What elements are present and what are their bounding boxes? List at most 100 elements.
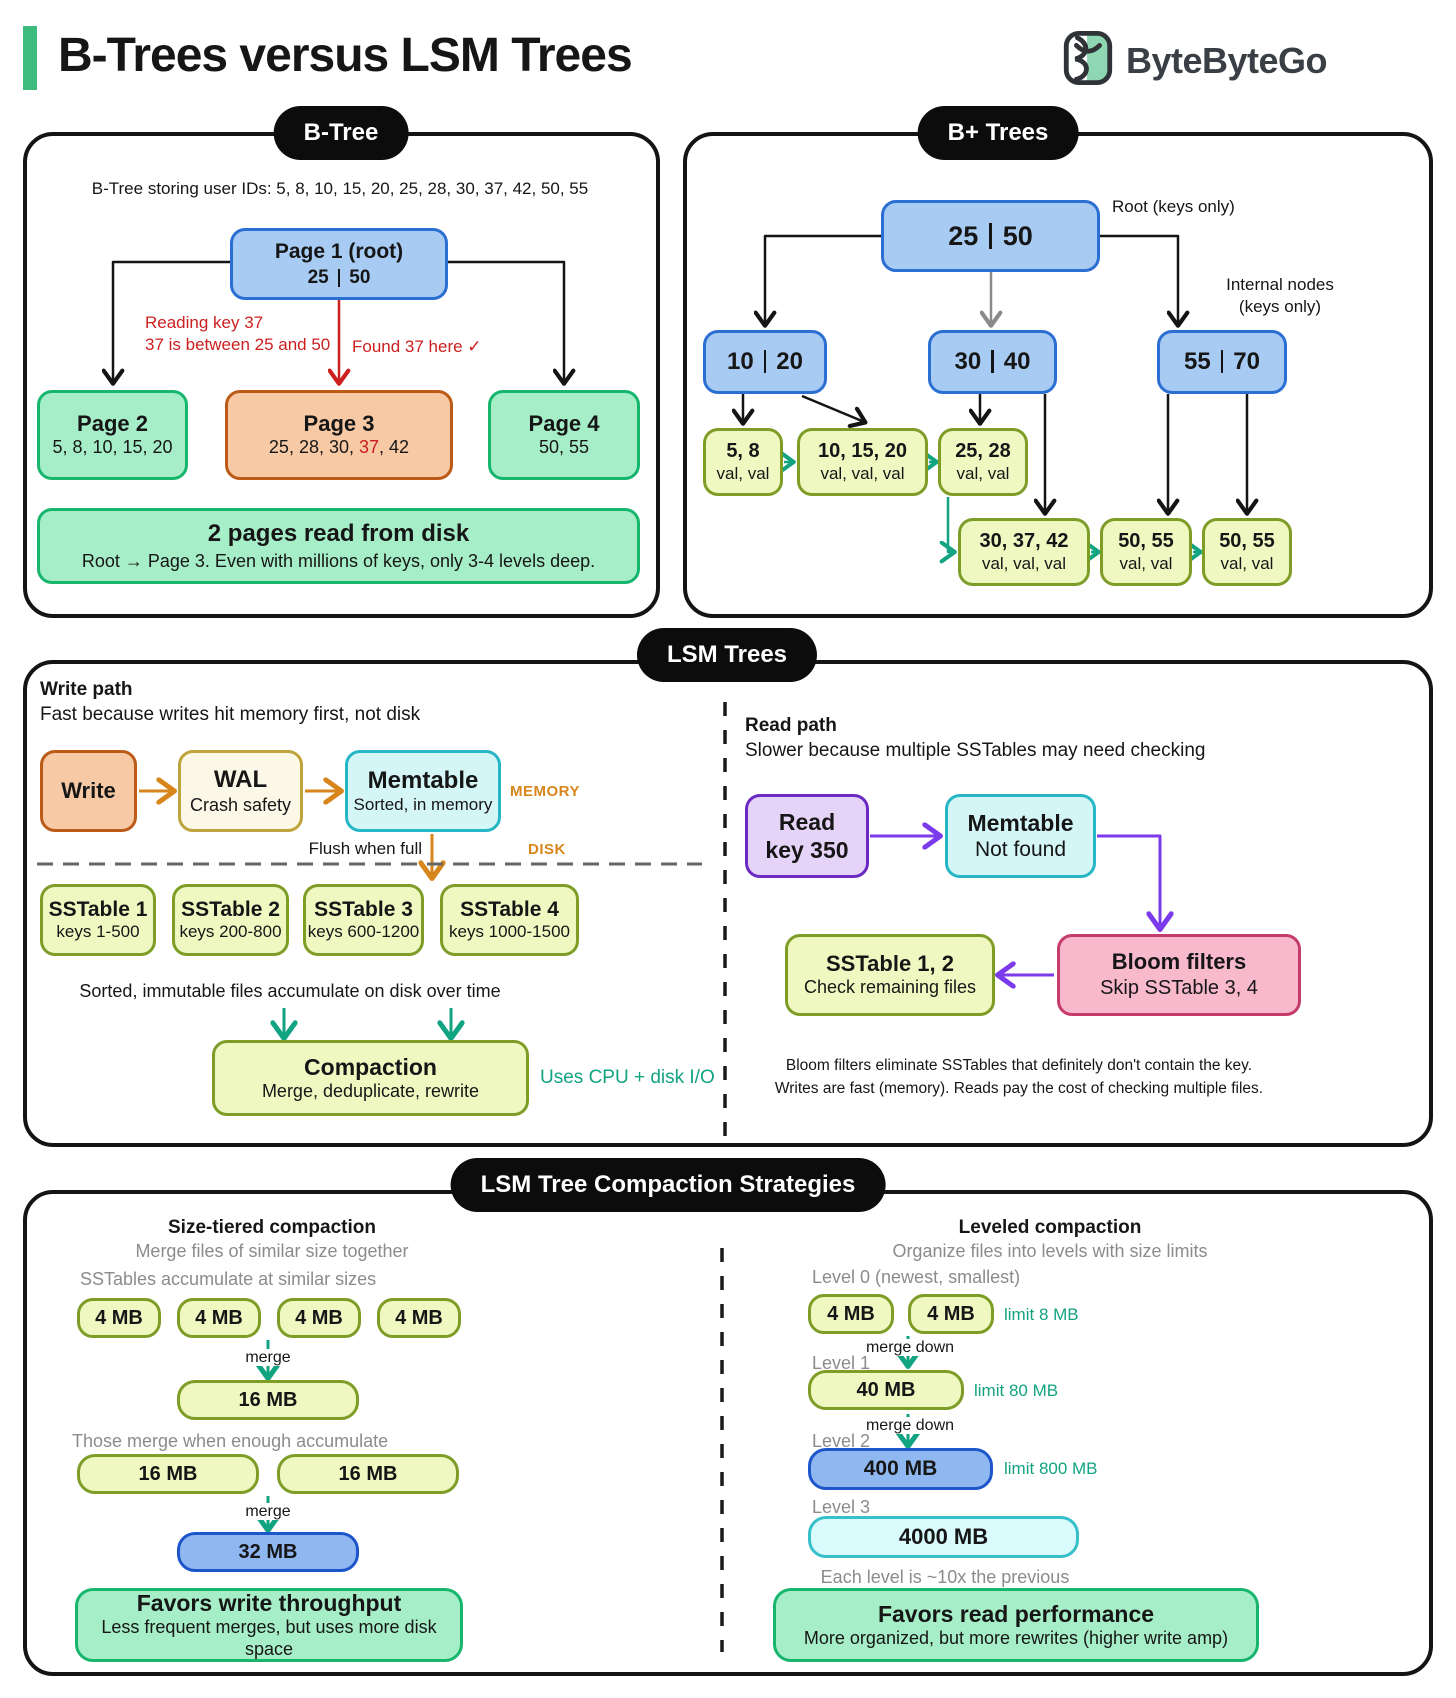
title-accent-bar [23,26,37,90]
merge-down-label: merge down [850,1416,970,1437]
bplus-root-key-left: 25 [948,220,979,251]
key-divider [1220,350,1224,374]
bloom-sub: Skip SSTable 3, 4 [1100,977,1258,1000]
mb-label: 32 MB [238,1540,298,1563]
key-divider [989,223,992,249]
bplus-leaf-node: 5, 8 val, val [703,428,783,496]
internal-key: 70 [1233,348,1260,376]
btree-summary-text: Root → Page 3. Even with millions of key… [81,550,596,571]
size-tiered-title: Size-tiered compaction [168,1217,376,1238]
page-title: B-Trees versus LSM Trees [58,29,633,82]
leaf-keys: 25, 28 [955,440,1011,463]
level0-limit: limit 8 MB [1004,1305,1079,1324]
level2-box: 400 MB [808,1448,993,1490]
sstable-sub: keys 1000-1500 [449,922,570,942]
read-path-heading: Read path [745,715,837,736]
internal-label-line2: (keys only) [1238,297,1322,317]
compaction-badge: LSM Tree Compaction Strategies [450,1158,886,1212]
leaf-vals: val, val [716,463,770,483]
sstable-title: SSTable 2 [181,897,280,921]
write-box: Write [40,750,137,832]
page4-title: Page 4 [528,410,600,436]
summary-title: Favors write throughput [136,1590,402,1617]
btree-page2-node: Page 2 5, 8, 10, 15, 20 [37,390,188,480]
wal-sub: Crash safety [189,794,292,815]
mb-label: 16 MB [238,1388,298,1411]
leaf-vals: val, val [956,463,1010,483]
read-memtable-box: Memtable Not found [945,794,1096,878]
level1-box: 40 MB [808,1370,964,1410]
level2-label: Level 2 [812,1431,871,1451]
sstable-sub: keys 600-1200 [307,922,420,942]
btree-page3-node: Page 3 25, 28, 30, 37, 42 [225,390,453,480]
bloom-filters-box: Bloom filters Skip SSTable 3, 4 [1057,934,1301,1016]
level3-box: 4000 MB [808,1516,1079,1558]
wal-box: WAL Crash safety [178,750,303,832]
sstable-4mb-box: 4 MB [377,1298,461,1338]
accumulate-note: Sorted, immutable files accumulate on di… [79,981,501,1001]
bplus-leaf-node: 25, 28 val, val [938,428,1028,496]
sstable-16mb-box: 16 MB [177,1380,359,1420]
read-sstable-box: SSTable 1, 2 Check remaining files [785,934,995,1016]
page4-keys: 50, 55 [538,437,590,458]
level0-box: 4 MB [808,1294,894,1334]
btree-search-annotation: Reading key 37 37 is between 25 and 50 [145,312,330,356]
level1-limit: limit 80 MB [974,1381,1059,1400]
merge-label-text: merge [240,1349,296,1366]
key-divider [337,268,341,287]
sstable-4mb-box: 4 MB [177,1298,261,1338]
bytebytego-logo: ByteByteGo [1062,30,1328,91]
write-box-label: Write [61,777,116,803]
sstable-title: SSTable 3 [314,897,413,921]
compaction-title: Compaction [304,1054,437,1080]
read-memtable-sub: Not found [974,838,1067,862]
merge-label-text: merge [240,1503,296,1520]
mb-label: 40 MB [856,1378,916,1401]
level0-box: 4 MB [908,1294,994,1334]
sstable-box: SSTable 3 keys 600-1200 [303,884,424,956]
btree-badge: B-Tree [273,106,409,160]
bloom-title: Bloom filters [1111,949,1247,975]
mb-label: 4 MB [827,1302,875,1325]
leaf-vals: val, val, val [820,463,905,483]
leaf-keys: 10, 15, 20 [818,440,907,463]
read-memtable-title: Memtable [967,810,1074,837]
mb-label: 4 MB [295,1306,343,1329]
merge-label: merge [218,1348,318,1369]
leaf-keys: 50, 55 [1118,530,1174,553]
internal-key: 20 [776,348,803,376]
leaf-vals: val, val, val [981,553,1067,573]
leaf-keys: 50, 55 [1219,530,1275,553]
internal-key: 55 [1184,348,1211,376]
wal-title: WAL [213,766,268,794]
level2-limit: limit 800 MB [1004,1459,1098,1478]
mb-label: 4 MB [195,1306,243,1329]
sstable-title: SSTable 4 [460,897,559,921]
bplus-root-key-right: 50 [1002,220,1033,251]
page3-keys-post: , 42 [379,437,410,458]
summary-sub: Less frequent merges, but uses more disk… [101,1617,437,1660]
memtable-title: Memtable [367,767,479,794]
mb-label: 4 MB [395,1306,443,1329]
key-divider [991,350,994,374]
read-path-subheading: Slower because multiple SSTables may nee… [745,740,1206,761]
write-path-heading: Write path [40,679,133,700]
size-tiered-summary: Favors write throughput Less frequent me… [75,1588,463,1662]
page3-key-highlight: 37 [359,437,380,458]
memtable-sub: Sorted, in memory [353,795,493,815]
sstable-box: SSTable 4 keys 1000-1500 [440,884,579,956]
read-note-line2: Writes are fast (memory). Reads pay the … [774,1080,1264,1098]
disk-label: DISK [528,841,566,858]
lsm-badge: LSM Trees [636,628,818,682]
annotation-line2: 37 is between 25 and 50 [145,335,331,355]
leveled-subtitle: Organize files into levels with size lim… [892,1241,1208,1261]
memory-label: MEMORY [510,783,580,800]
bplus-badge: B+ Trees [917,106,1079,160]
leaf-keys: 30, 37, 42 [979,530,1069,553]
annotation-line1: Reading key 37 [145,313,264,332]
compaction-box: Compaction Merge, deduplicate, rewrite [212,1040,529,1116]
write-path-subheading: Fast because writes hit memory first, no… [40,704,421,725]
leaf-vals: val, val [1220,553,1274,573]
level1-label: Level 1 [812,1353,871,1373]
page3-keys-pre: 25, 28, 30, [268,437,359,458]
